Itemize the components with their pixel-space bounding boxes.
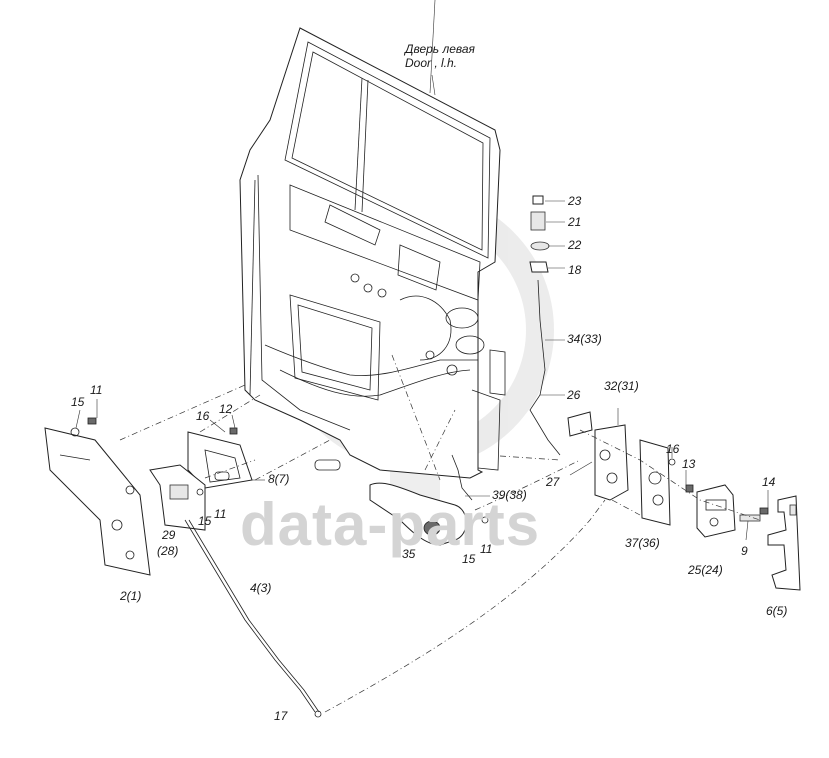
label-part-32-31: 32(31) bbox=[604, 379, 639, 393]
bolts bbox=[668, 458, 769, 522]
inner-handle bbox=[187, 427, 253, 489]
label-part-21: 21 bbox=[568, 215, 582, 229]
label-part-12: 12 bbox=[219, 402, 233, 416]
label-part-11-mid: 11 bbox=[214, 507, 227, 521]
striker-plate bbox=[639, 439, 671, 526]
interior-lever bbox=[149, 464, 206, 531]
label-part-37-36: 37(36) bbox=[625, 536, 660, 550]
hinge-plate bbox=[44, 417, 151, 576]
label-part-17: 17 bbox=[274, 709, 288, 723]
label-part-2-1: 2(1) bbox=[120, 589, 142, 603]
label-part-23: 23 bbox=[568, 194, 582, 208]
label-part-26: 26 bbox=[567, 388, 581, 402]
label-part-22: 22 bbox=[568, 238, 582, 252]
label-part-35: 35 bbox=[402, 547, 416, 561]
cable bbox=[451, 454, 473, 501]
label-part-9: 9 bbox=[741, 544, 748, 558]
diagram-title: Дверь левая Door , l.h. bbox=[405, 42, 475, 70]
label-part-4-3: 4(3) bbox=[250, 581, 272, 595]
label-part-15-right: 15 bbox=[462, 552, 476, 566]
label-part-6-5: 6(5) bbox=[766, 604, 788, 618]
title-english: Door , l.h. bbox=[405, 56, 458, 70]
label-part-11-right: 11 bbox=[480, 542, 493, 556]
label-part-39-38: 39(38) bbox=[492, 488, 527, 502]
label-part-27: 27 bbox=[546, 475, 560, 489]
striker-block bbox=[696, 484, 736, 538]
label-part-18: 18 bbox=[568, 263, 582, 277]
label-part-8-7: 8(7) bbox=[268, 472, 290, 486]
label-part-15-mid: 15 bbox=[198, 514, 212, 528]
label-part-13: 13 bbox=[682, 457, 696, 471]
bracket bbox=[767, 495, 801, 591]
label-part-16-right: 16 bbox=[666, 442, 680, 456]
door-panel bbox=[239, 27, 506, 479]
label-part-14: 14 bbox=[762, 475, 776, 489]
label-part-25-24: 25(24) bbox=[688, 563, 723, 577]
label-part-29: 29 bbox=[162, 528, 176, 542]
watermark: data-parts bbox=[240, 491, 541, 558]
label-part-34-33: 34(33) bbox=[567, 332, 602, 346]
leader-lines bbox=[75, 0, 769, 541]
outer-handle bbox=[369, 482, 489, 546]
door-lock bbox=[567, 411, 629, 501]
rod bbox=[184, 519, 316, 713]
title-russian: Дверь левая bbox=[405, 42, 475, 56]
label-part-15-left: 15 bbox=[71, 395, 85, 409]
label-part-28: (28) bbox=[157, 544, 179, 558]
label-part-16-left: 16 bbox=[196, 409, 210, 423]
assembly-lines bbox=[119, 354, 761, 713]
label-part-11-top: 11 bbox=[90, 383, 103, 397]
